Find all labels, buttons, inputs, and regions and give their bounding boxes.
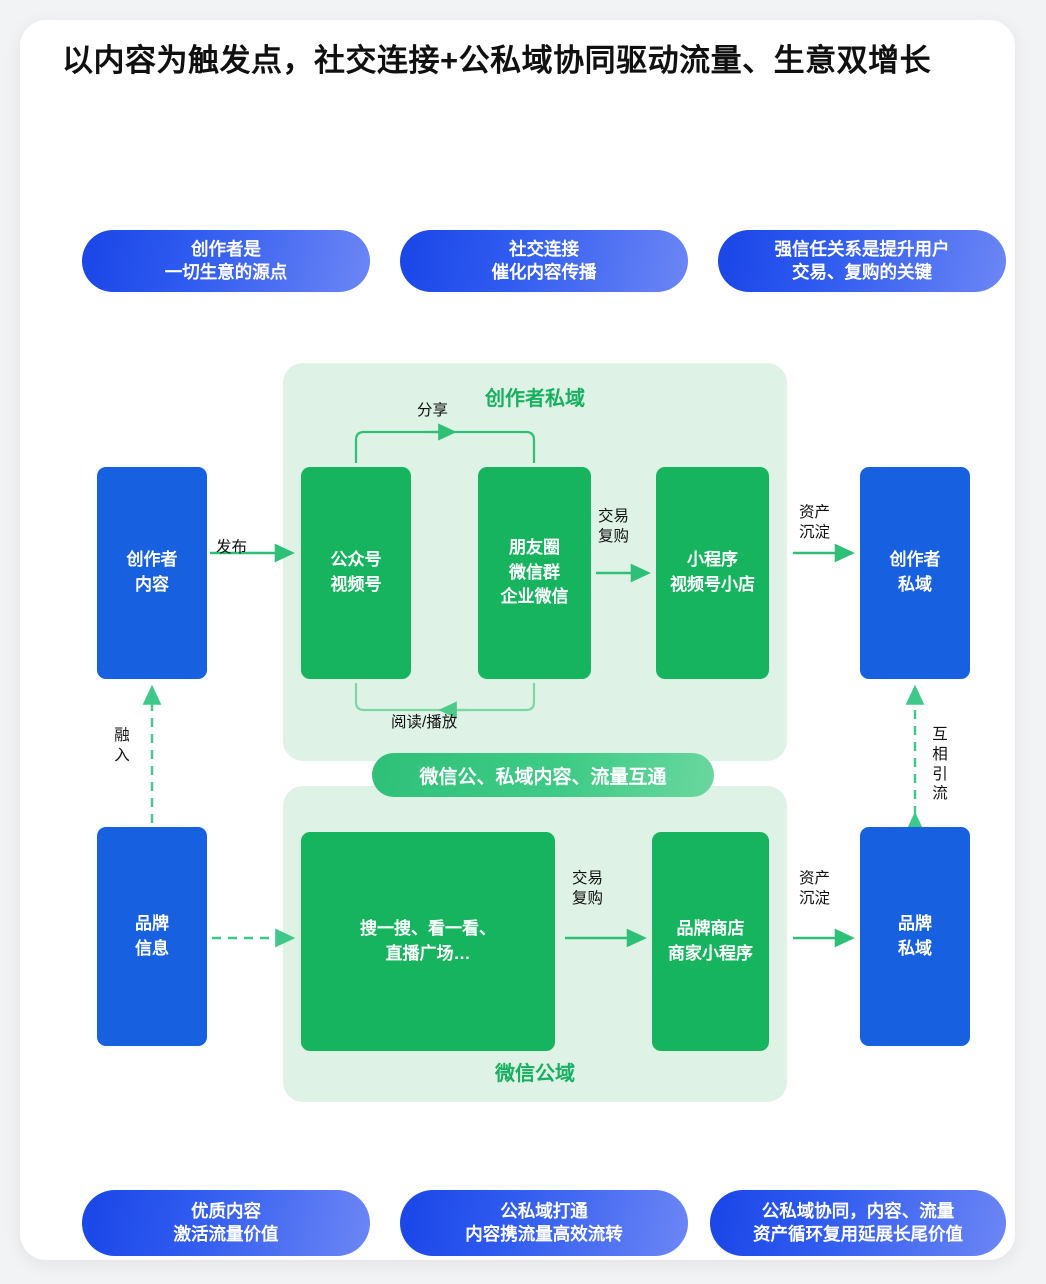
node-discover[interactable]: 搜一搜、看一看、 直播广场…: [301, 832, 555, 1051]
node-brand-shop[interactable]: 品牌商店 商家小程序: [652, 832, 769, 1051]
arrow-label-merge-c1: 融: [114, 727, 130, 744]
arrow-label-mutual-c4: 流: [932, 785, 948, 803]
zone-wechat-public-title: 微信公域: [495, 1063, 575, 1085]
node-moments[interactable]: 朋友圈 微信群 企业微信: [478, 467, 591, 679]
node-creator-private[interactable]: 创作者 私域: [860, 467, 970, 679]
bottom-pill-3-line2: 资产循环复用延展长尾价值: [753, 1224, 963, 1244]
node-discover-line1: 搜一搜、看一看、: [360, 918, 496, 938]
top-pill-2[interactable]: 社交连接 催化内容传播: [400, 230, 688, 292]
top-pill-2-line1: 社交连接: [509, 238, 579, 259]
node-mini-program-line1: 小程序: [687, 550, 738, 570]
top-pill-3[interactable]: 强信任关系是提升用户 交易、复购的关键: [718, 230, 1006, 292]
node-creator-content-line2: 内容: [135, 575, 169, 594]
node-brand-private[interactable]: 品牌 私域: [860, 827, 970, 1046]
bottom-pill-1-line1: 优质内容: [191, 1200, 261, 1221]
arrow-label-mutual-c1: 互: [932, 726, 948, 743]
arrow-label-asset-bottom-line2: 沉淀: [799, 890, 831, 908]
node-creator-content[interactable]: 创作者 内容: [97, 467, 207, 679]
top-pill-1-line2: 一切生意的源点: [164, 262, 288, 282]
zone-creator-private-title: 创作者私域: [485, 388, 585, 410]
node-creator-private-line2: 私域: [898, 575, 932, 594]
arrow-label-trade-top-line2: 复购: [598, 528, 630, 546]
bottom-pill-2-line1: 公私域打通: [500, 1200, 588, 1221]
arrow-label-mutual: 互 相 引 流: [931, 725, 949, 804]
arrow-label-trade-bottom: 交易 复购: [572, 869, 603, 909]
node-creator-private-line1: 创作者: [889, 550, 941, 570]
page-title: 以内容为触发点，社交连接+公私域协同驱动流量、生意双增长: [62, 43, 932, 78]
node-brand-shop-line2: 商家小程序: [668, 943, 753, 963]
node-brand-private-line1: 品牌: [898, 913, 932, 933]
node-brand-info-line2: 信息: [135, 938, 169, 958]
node-mini-program[interactable]: 小程序 视频号小店: [656, 467, 769, 679]
node-official-account-line2: 视频号: [330, 575, 382, 594]
node-mini-program-line2: 视频号小店: [670, 575, 755, 594]
node-brand-shop-line1: 品牌商店: [676, 918, 745, 938]
node-brand-info-line1: 品牌: [135, 913, 169, 933]
top-pill-1-line1: 创作者是: [191, 238, 261, 259]
top-pill-3-line1: 强信任关系是提升用户: [774, 238, 950, 259]
bottom-pill-2[interactable]: 公私域打通 内容携流量高效流转: [400, 1190, 688, 1256]
arrow-label-trade-bottom-line1: 交易: [572, 870, 604, 887]
diagram-card: 以内容为触发点，社交连接+公私域协同驱动流量、生意双增长 创作者是 一切生意的源…: [20, 20, 1015, 1260]
bottom-pill-2-line2: 内容携流量高效流转: [465, 1224, 623, 1244]
node-creator-content-line1: 创作者: [126, 550, 178, 570]
arrow-label-asset-bottom-line1: 资产: [799, 870, 831, 887]
arrow-label-asset-top-line2: 沉淀: [799, 524, 831, 542]
arrow-label-mutual-c2: 相: [932, 745, 948, 763]
arrow-label-trade-top: 交易 复购: [598, 507, 629, 547]
node-brand-private-line2: 私域: [898, 938, 932, 958]
node-moments-line1: 朋友圈: [509, 537, 560, 557]
arrow-label-read-play: 阅读/播放: [391, 714, 458, 731]
arrow-label-asset-top-line1: 资产: [799, 504, 831, 521]
badge-wechat-interop: 微信公、私域内容、流量互通: [372, 753, 714, 797]
top-pill-3-line2: 交易、复购的关键: [792, 262, 932, 282]
node-official-account[interactable]: 公众号 视频号: [301, 467, 411, 679]
arrow-label-share: 分享: [417, 402, 449, 419]
arrow-label-asset-top: 资产 沉淀: [799, 503, 830, 543]
bottom-pill-3-line1: 公私域协同，内容、流量: [761, 1200, 955, 1221]
node-moments-line2: 微信群: [509, 562, 560, 582]
bottom-pill-1[interactable]: 优质内容 激活流量价值: [82, 1190, 370, 1256]
top-pill-2-line2: 催化内容传播: [491, 262, 597, 282]
bottom-pill-1-line2: 激活流量价值: [173, 1224, 279, 1244]
node-brand-info[interactable]: 品牌 信息: [97, 827, 207, 1046]
top-pill-1[interactable]: 创作者是 一切生意的源点: [82, 230, 370, 292]
arrow-label-trade-top-line1: 交易: [598, 508, 630, 525]
node-discover-line2: 直播广场…: [385, 943, 471, 963]
arrow-label-mutual-c3: 引: [932, 765, 948, 783]
bottom-pill-3[interactable]: 公私域协同，内容、流量 资产循环复用延展长尾价值: [710, 1190, 1006, 1256]
arrow-label-publish: 发布: [216, 539, 248, 556]
arrow-label-merge: 融 入: [113, 726, 131, 766]
arrow-label-asset-bottom: 资产 沉淀: [799, 869, 830, 909]
arrow-label-merge-c2: 入: [114, 746, 130, 764]
node-official-account-line1: 公众号: [330, 550, 382, 570]
node-moments-line3: 企业微信: [500, 587, 569, 607]
arrow-label-trade-bottom-line2: 复购: [572, 890, 604, 908]
